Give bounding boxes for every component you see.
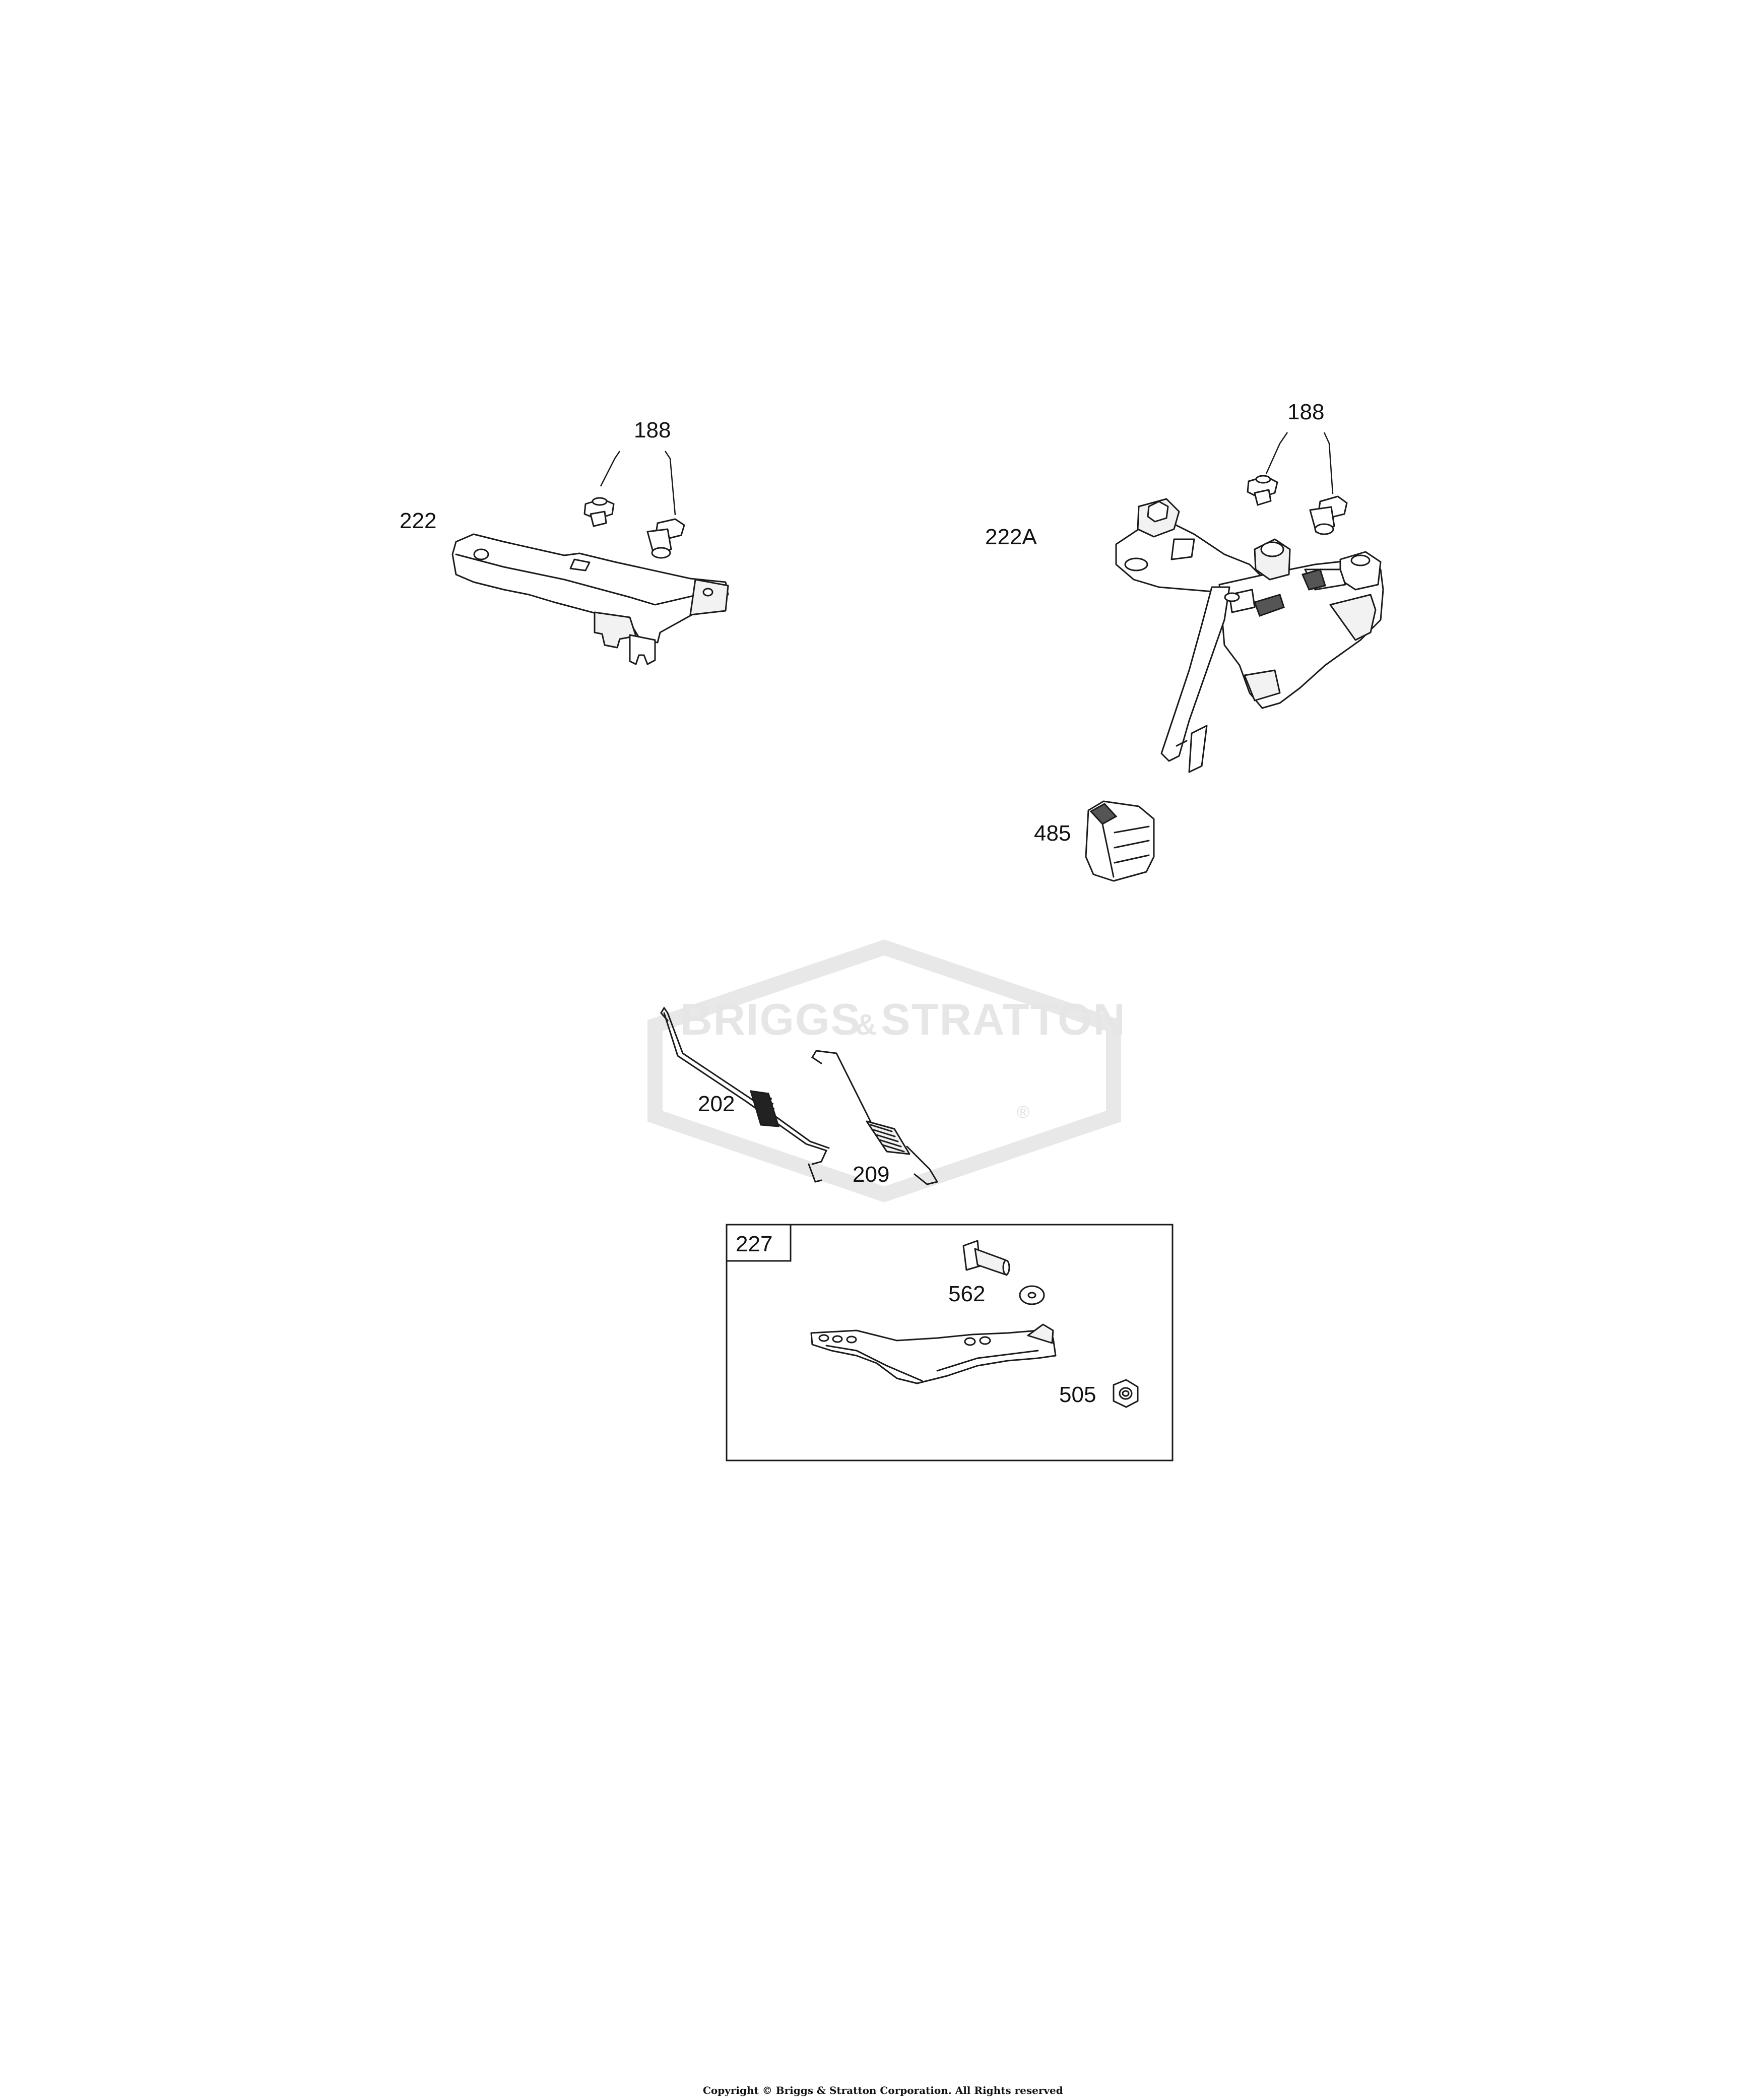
part-188-bolts-right — [1247, 432, 1348, 535]
briggs-stratton-watermark: BRIGGS & STRATTON ® — [647, 939, 1126, 1202]
part-505-nut — [1113, 1379, 1139, 1408]
label-188-right: 188 — [1287, 400, 1324, 424]
spring-coil-209 — [866, 1120, 910, 1155]
bolt-c — [1247, 475, 1278, 506]
label-485: 485 — [1034, 821, 1071, 846]
part-222-bracket — [451, 533, 729, 665]
watermark-reg: ® — [1017, 1103, 1029, 1122]
bolt-d — [1309, 495, 1348, 535]
bolt-a — [583, 497, 615, 527]
label-227: 227 — [736, 1232, 772, 1256]
bolt-b — [646, 518, 685, 559]
spring-coil-202 — [749, 1090, 780, 1127]
part-562-washer — [1019, 1285, 1045, 1305]
part-209-spring — [811, 1050, 939, 1185]
copyright-footer: Copyright © Briggs & Stratton Corporatio… — [703, 2084, 1063, 2096]
watermark-brand-right: STRATTON — [881, 994, 1126, 1044]
label-505: 505 — [1059, 1382, 1096, 1407]
label-202: 202 — [698, 1092, 735, 1116]
watermark-brand-amp: & — [856, 1008, 878, 1041]
part-222A-control-assembly — [1115, 498, 1384, 773]
label-562: 562 — [948, 1282, 985, 1306]
part-227-lever — [810, 1323, 1057, 1384]
part-485-cap — [1085, 800, 1155, 882]
kit-227-box — [726, 1224, 1174, 1461]
part-202-link-rod — [660, 1006, 830, 1183]
label-222A: 222A — [985, 525, 1037, 549]
part-562-screw — [962, 1240, 1010, 1276]
part-188-bolts-left — [583, 451, 685, 559]
label-188-left: 188 — [634, 418, 671, 442]
label-222: 222 — [400, 508, 436, 533]
label-209: 209 — [853, 1162, 889, 1187]
watermark-brand-left: BRIGGS — [680, 994, 861, 1044]
